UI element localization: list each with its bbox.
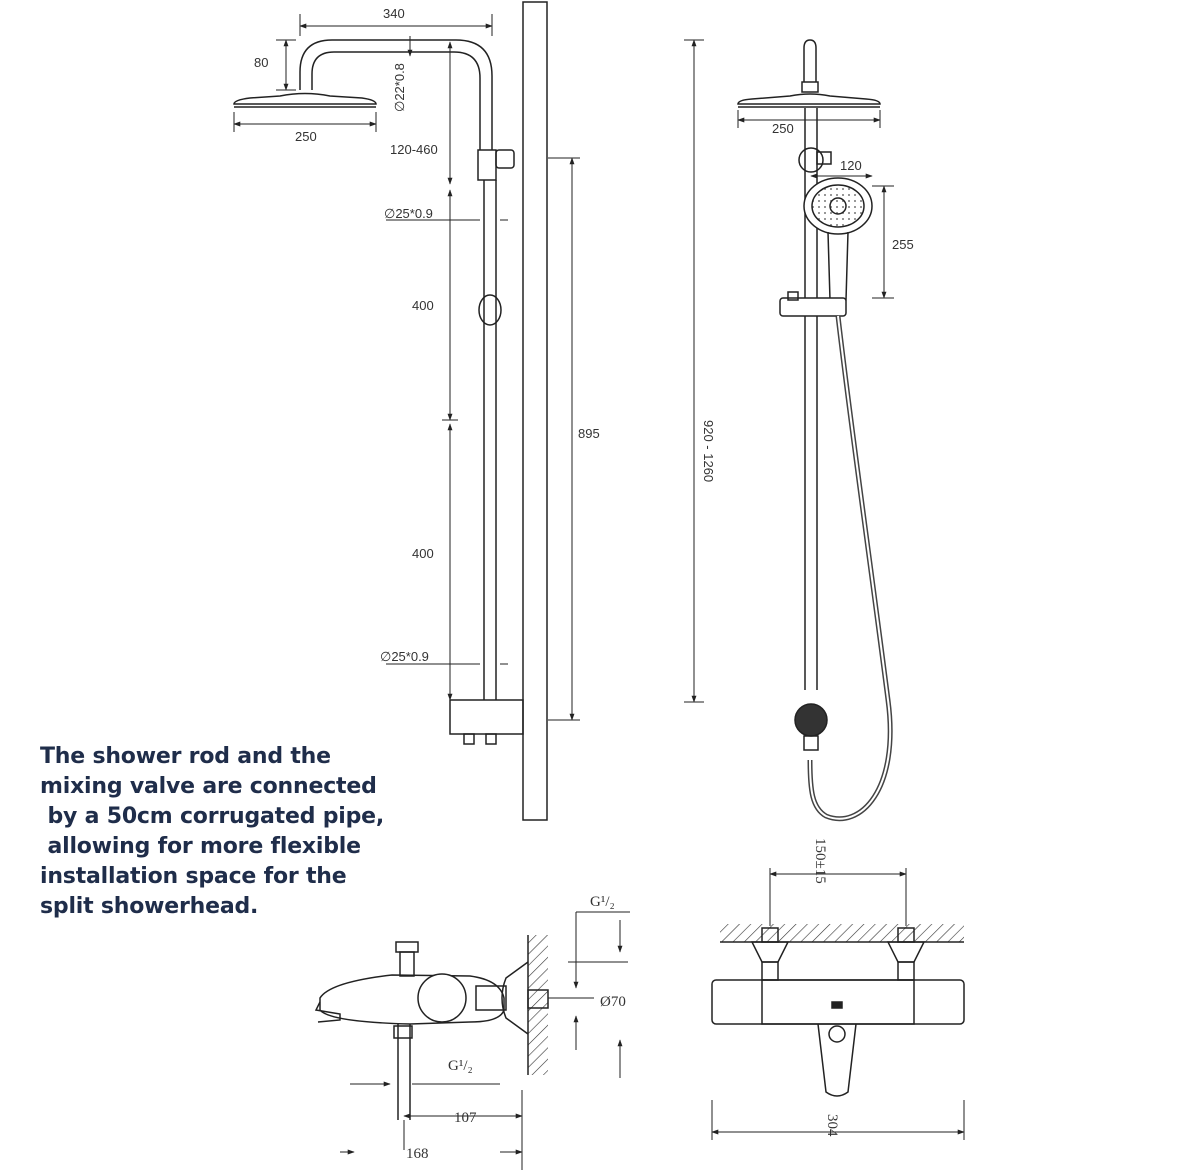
arm-pipe-label: ∅22*0.8 (392, 63, 407, 112)
front-width-label: 304 (824, 1114, 840, 1137)
valve-front-labels: 150±15 304 (812, 838, 840, 1137)
note-line: allowing for more flexible (40, 834, 361, 859)
total-height-label: 920 - 1260 (701, 420, 716, 482)
wall-hatch-top (720, 924, 964, 942)
arm-length-label: 340 (383, 6, 405, 21)
slider-holder (779, 297, 847, 317)
segment-lower-label: 400 (412, 546, 434, 561)
side-rail-dimensions (684, 39, 894, 703)
segment-upper-label: 400 (412, 298, 434, 313)
thread-bottom-label: G¹/₂ (448, 1058, 473, 1074)
rail-outlet-knob (794, 703, 828, 737)
valve-front-spout (817, 1023, 857, 1097)
front-rail-view (233, 1, 548, 821)
arm-adjust-label: 120-460 (390, 142, 438, 157)
bracket-height-label: 895 (578, 426, 600, 441)
valve-front-view (711, 924, 965, 1097)
thread-top-label: G¹/₂ (590, 894, 615, 910)
slider-clamp (478, 294, 502, 326)
front-rail-labels: 340 80 ∅22*0.8 250 120-460 ∅25*0.9 400 4… (254, 6, 600, 664)
pipe-bottom-label: ∅25*0.9 (380, 649, 429, 664)
side-head-diameter-label: 250 (772, 121, 794, 136)
valve-side-view (314, 935, 549, 1120)
rain-head (233, 92, 377, 105)
installation-note: The shower rod and the mixing valve are … (40, 742, 420, 922)
thermostatic-knob (417, 973, 467, 1023)
valve-side-dimensions (340, 911, 630, 1170)
centers-label: 150±15 (812, 838, 828, 884)
valve-front-dimensions (711, 868, 965, 1140)
spout (314, 1001, 341, 1023)
side-rail-labels: 920 - 1260 250 120 255 (701, 121, 914, 482)
note-line: mixing valve are connected (40, 774, 377, 799)
arm-drop-label: 80 (254, 55, 268, 70)
valve-side-labels: G¹/₂ Ø70 G¹/₂ 107 168 (406, 894, 626, 1162)
rain-head-side (737, 93, 881, 105)
spout-depth-label: 107 (454, 1110, 477, 1126)
total-depth-label: 168 (406, 1146, 429, 1162)
handset-offset-label: 120 (840, 158, 862, 173)
note-line: installation space for the (40, 864, 347, 889)
rail-base-block (449, 699, 524, 735)
head-diameter-label: 250 (295, 129, 317, 144)
note-line: by a 50cm corrugated pipe, (40, 804, 385, 829)
note-line: split showerhead. (40, 894, 259, 919)
side-rail-view (737, 39, 893, 822)
note-line: The shower rod and the (40, 744, 331, 769)
front-rail-dimensions (233, 14, 580, 721)
hose (807, 315, 893, 822)
handset-length-label: 255 (892, 237, 914, 252)
wall-hatch (528, 935, 548, 1075)
flange (501, 961, 529, 1035)
wall-plate (522, 1, 548, 821)
flange-diameter-label: Ø70 (600, 994, 626, 1010)
pipe-top-label: ∅25*0.9 (384, 206, 433, 221)
